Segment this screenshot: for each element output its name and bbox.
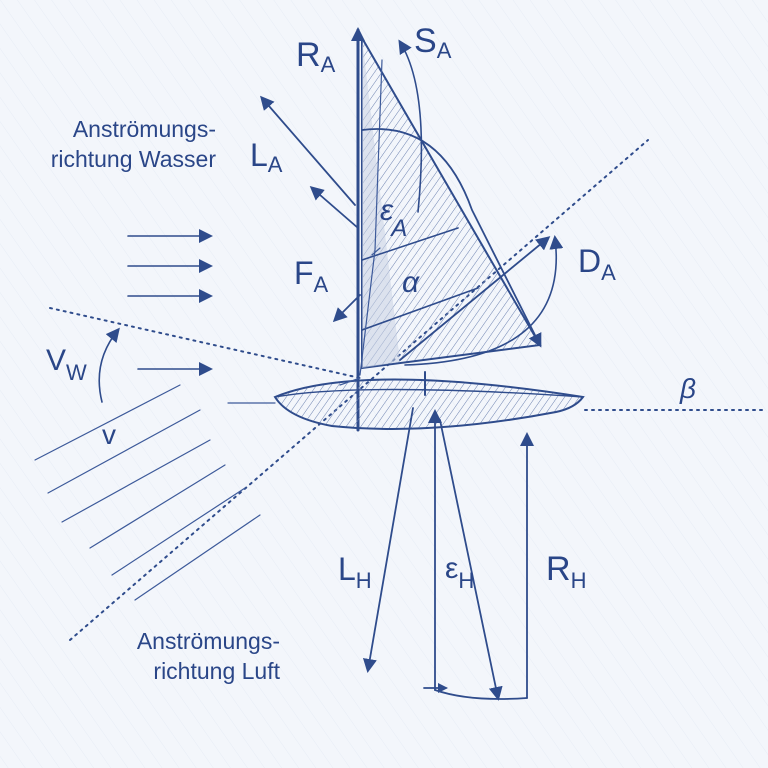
label-RA: RA <box>296 36 336 77</box>
label-LA: LA <box>250 137 283 177</box>
label-SA: SA <box>414 22 452 63</box>
DA-arrow <box>361 128 542 348</box>
LH-arrow <box>362 407 414 673</box>
DA-direction-arrow <box>399 236 551 361</box>
air-direction-line-1: Anströmungs- <box>136 628 280 654</box>
air-flow-line <box>69 139 649 641</box>
label-RH: RH <box>546 550 586 593</box>
label-DA: DA <box>578 243 616 285</box>
SA-rotation-arc <box>398 39 423 213</box>
DA-angle-arc <box>404 235 564 366</box>
sail-shadow <box>362 38 400 368</box>
air-direction-line-2: richtung Luft <box>153 658 280 684</box>
tiller <box>339 377 361 386</box>
label-alpha: α <box>402 266 420 299</box>
label-v: v <box>102 419 116 450</box>
water-direction-line-1: Anströmungs- <box>72 116 216 142</box>
water-flow-arrows <box>127 229 213 376</box>
vw-angle-arc <box>98 327 120 403</box>
water-direction-caption: Anströmungs- richtung Wasser <box>30 114 216 174</box>
label-epsilon-H: εH <box>445 552 474 593</box>
wind-streaks <box>34 384 261 601</box>
base-arc <box>434 689 528 700</box>
water-direction-line-2: richtung Wasser <box>50 146 216 172</box>
label-LH: LH <box>338 551 372 593</box>
sail-batten-lower <box>361 287 479 331</box>
label-FA: FA <box>294 255 329 297</box>
sail-batten-upper <box>361 227 459 261</box>
label-VW: VW <box>46 344 87 385</box>
hull-deck-line <box>274 388 584 398</box>
air-direction-caption: Anströmungs- richtung Luft <box>104 626 280 686</box>
FA-arrow <box>332 294 361 323</box>
label-beta: β <box>679 373 696 404</box>
epsilon-A-arrow <box>309 186 359 229</box>
sail-leech-line <box>359 59 383 376</box>
LA-arrow <box>260 95 356 206</box>
epsilon-H-arrow <box>439 419 503 701</box>
alpha-tick <box>371 247 381 256</box>
